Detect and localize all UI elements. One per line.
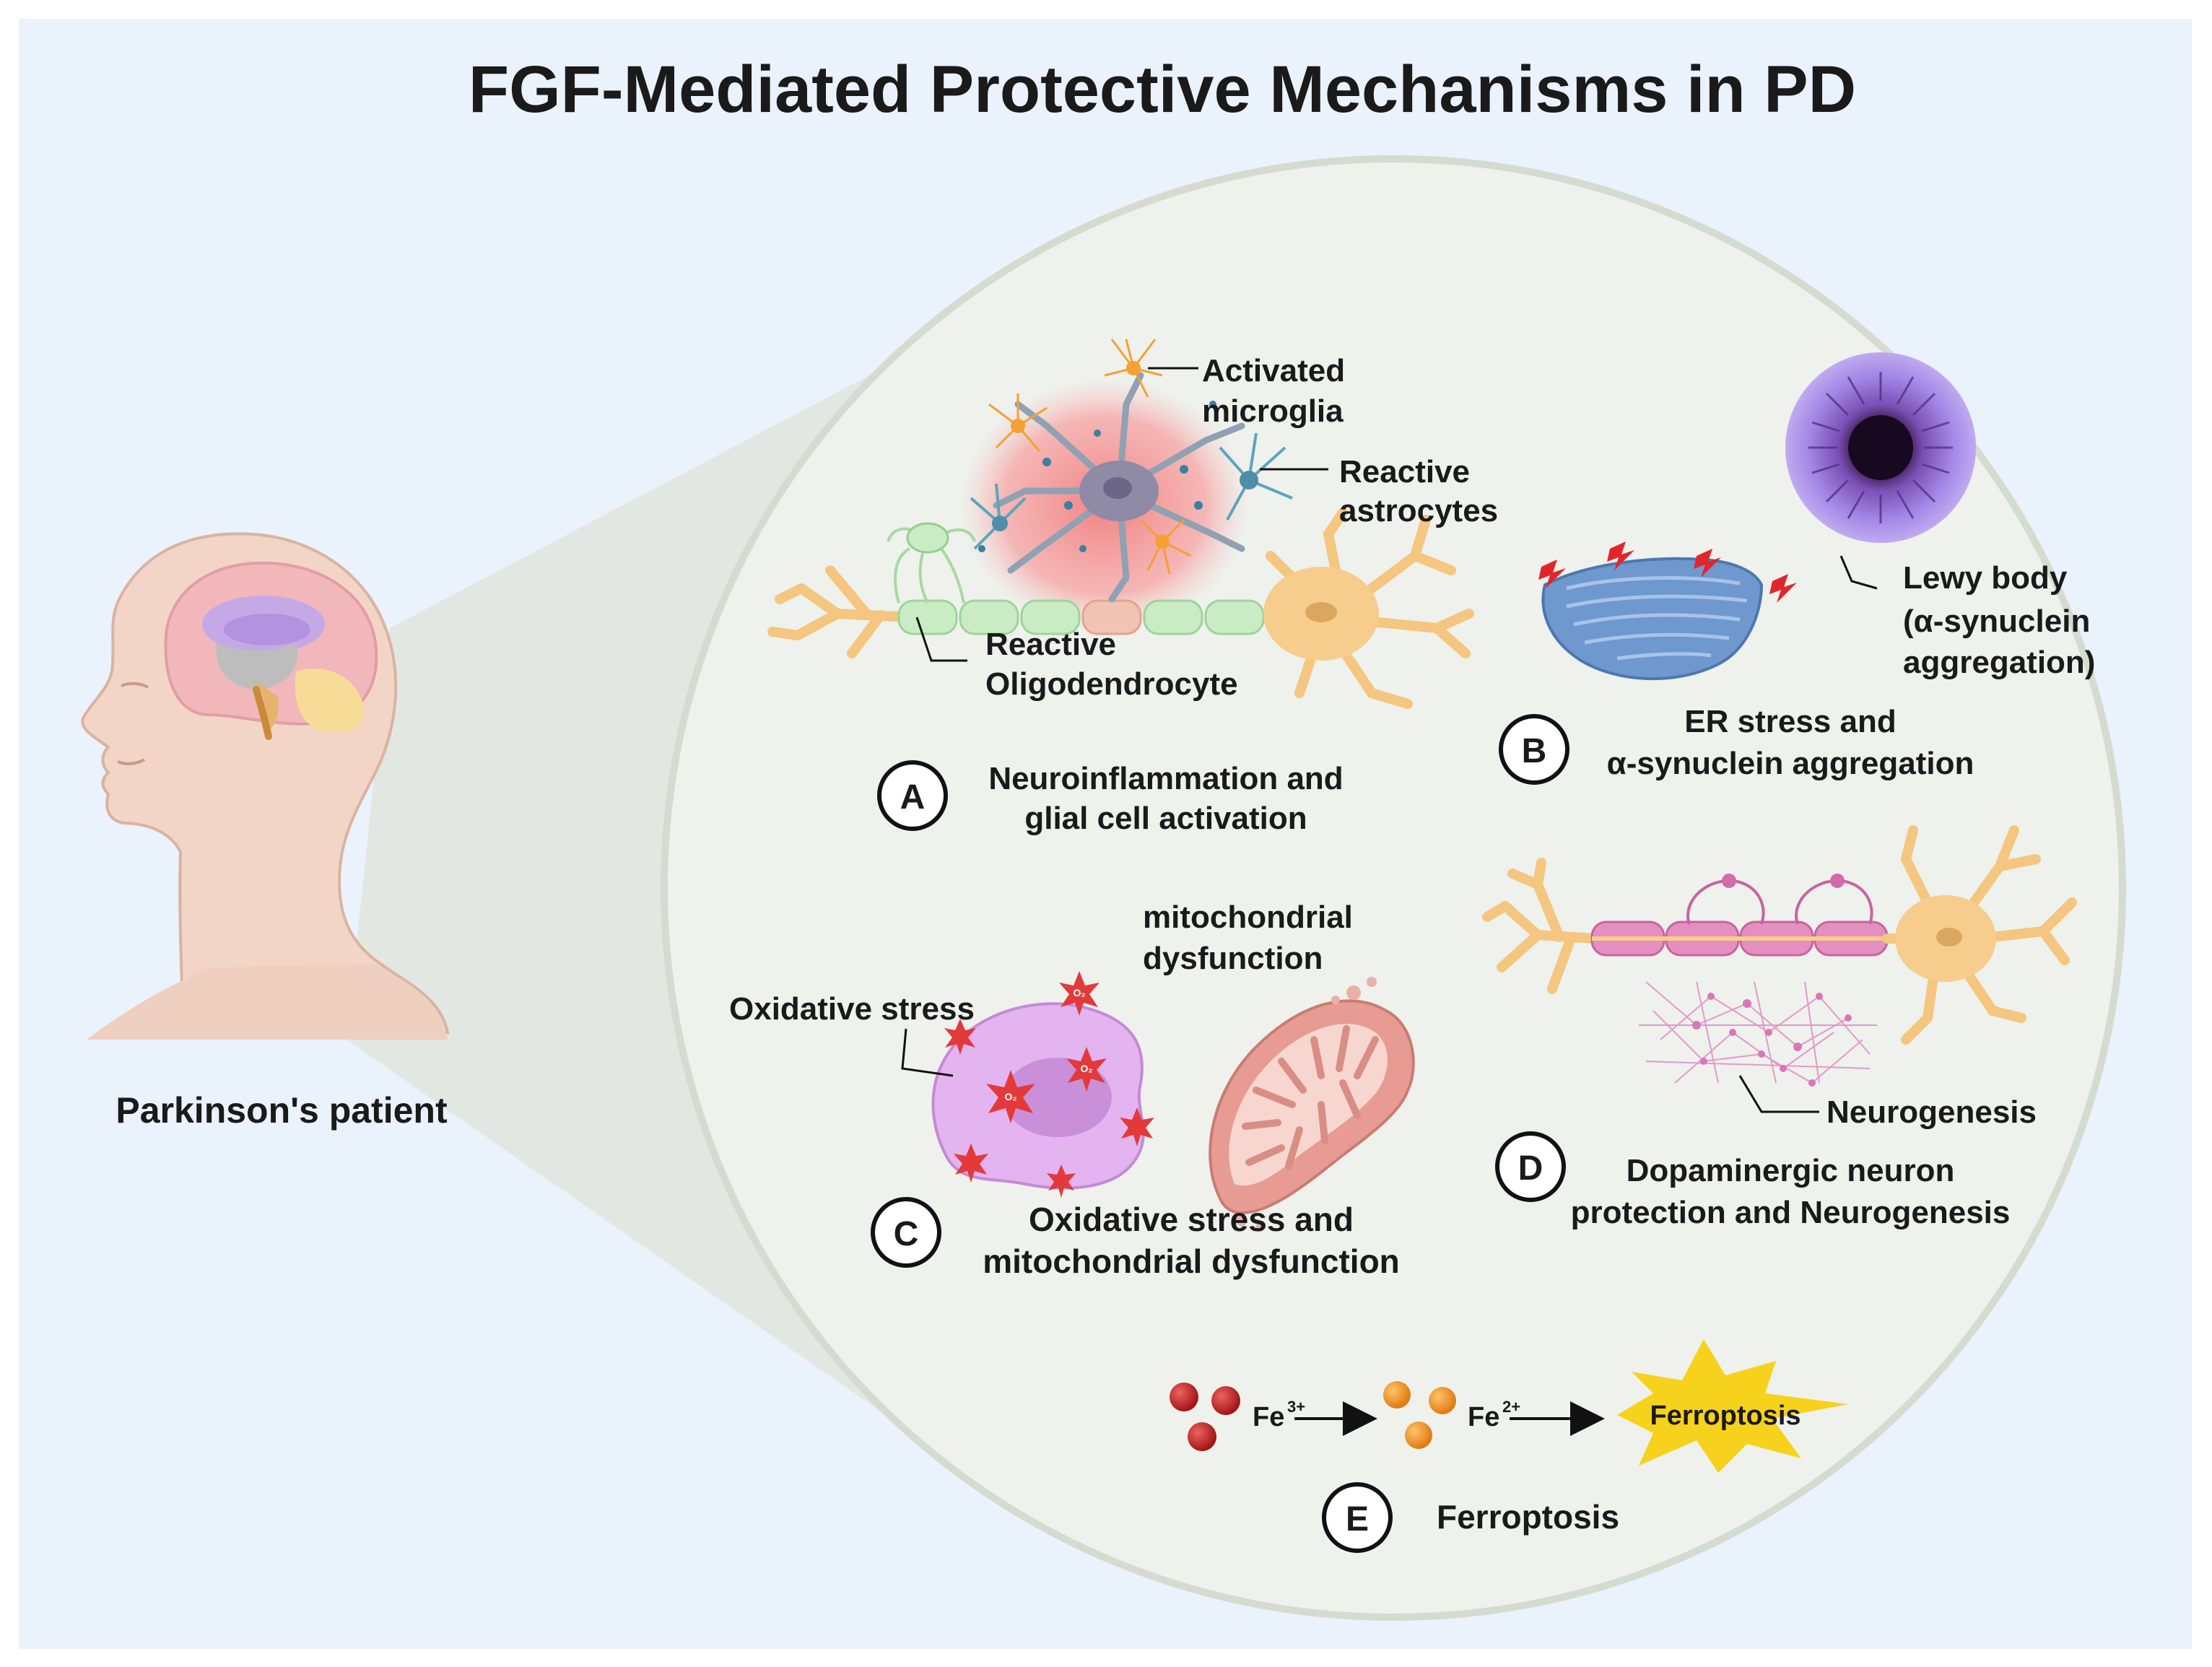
label-activated-microglia-2: microglia [1202,393,1344,429]
neuron-nucleus [1305,602,1337,622]
activated-microglia-cells [988,339,1192,575]
mitochondrion-inner [1229,1024,1388,1186]
label-mito-dysfunction-1: mitochondrial [1143,900,1353,935]
panel-e-illustration: Fe 3+ Fe 2+ Ferroptosis [1170,1339,1848,1473]
panel-e-badge: E [1322,1482,1393,1553]
label-mito-dysfunction-2: dysfunction [1143,941,1323,976]
fe2-ions [1383,1381,1456,1449]
er-membranes [1566,576,1748,661]
neuron-dendrites-left [767,565,915,658]
label-neurogenesis: Neurogenesis [1826,1094,2037,1130]
panel-c-letter: C [894,1215,919,1253]
panel-d-caption-1: Dopaminergic neuron [1627,1153,1955,1188]
label-activated-microglia-1: Activated [1202,353,1345,388]
fe2-label: Fe [1468,1402,1499,1432]
panel-b-caption-2: α-synuclein aggregation [1607,746,1974,781]
patient-label: Parkinson's patient [116,1090,448,1131]
panel-a-illustration [767,339,1474,709]
ros-burst-icons [944,971,1154,1198]
panel-b-labels: Lewy body (α-synuclein aggregation) [1839,555,2095,680]
label-reactive-astrocytes-2: astrocytes [1339,493,1498,528]
panel-a-letter: A [900,778,926,817]
label-lewy-body-1: Lewy body [1903,560,2068,596]
ros-symbol-1: O₂ [1073,987,1085,998]
ros-symbol-2: O₂ [1004,1091,1016,1102]
neuron-dendrites-right [1266,508,1474,709]
oligodendrocyte-body [906,522,949,554]
stress-bolt-icons [1538,541,1797,603]
neuron-d-dendrites-left [1482,858,1601,994]
head-profile-icon [81,532,450,1040]
label-lewy-body-3: aggregation) [1903,645,2095,680]
panel-b-illustration [1538,352,1976,681]
reactive-astrocyte-cells [970,432,1293,550]
panel-c-caption-1: Oxidative stress and [1029,1201,1354,1238]
myelin-sheath-pink [1590,920,1889,957]
ferroptosis-burst-label: Ferroptosis [1650,1401,1800,1431]
mitochondrion-cristae [1242,1025,1379,1170]
panel-a-caption-2: glial cell activation [1024,801,1307,836]
label-oxidative-stress: Oxidative stress [729,991,975,1027]
panel-b-caption-1: ER stress and [1684,704,1896,739]
panel-a-labels: Activated microglia Reactive astrocytes … [915,353,1498,702]
panel-d-caption-2: protection and Neurogenesis [1571,1195,2011,1230]
panel-d-badge: D [1495,1131,1566,1202]
panel-b-letter: B [1522,732,1547,770]
ros-symbol-3: O₂ [1080,1063,1092,1074]
mito-fragments [1236,977,1377,1232]
fe3-superscript: 3+ [1287,1398,1305,1416]
neuron-d-dendrites-right [1882,825,2077,1045]
fe3-label: Fe [1253,1402,1284,1432]
neurogenesis-nodes [1692,993,1852,1087]
panel-a-caption-1: Neuroinflammation and [988,761,1343,796]
label-reactive-oligodendrocyte-2: Oligodendrocyte [985,666,1238,702]
panel-c-labels: Oxidative stress mitochondrial dysfuncti… [729,900,1353,1077]
label-reactive-oligodendrocyte-1: Reactive [985,627,1116,662]
panel-b-badge: B [1499,714,1569,785]
panel-c-badge: C [871,1197,941,1268]
fe3-ions [1170,1383,1240,1451]
panel-c-caption-2: mitochondrial dysfunction [983,1242,1400,1280]
panel-e-letter: E [1346,1500,1369,1538]
panel-e-caption: Ferroptosis [1437,1498,1619,1536]
lewy-body-core [1848,415,1913,480]
panel-d-labels: Neurogenesis [1738,1075,2037,1130]
lewy-body-filaments [1808,372,1953,523]
panel-d-illustration [1482,825,2077,1087]
ferroptosis-burst [1617,1339,1848,1473]
label-lewy-body-2: (α-synuclein [1903,604,2090,639]
panel-a-badge: A [877,760,948,831]
ros-symbols: O₂ O₂ O₂ [1004,987,1092,1102]
fe2-superscript: 2+ [1502,1398,1520,1416]
er-organelle [1541,557,1764,681]
panel-d-letter: D [1518,1149,1543,1188]
label-reactive-astrocytes-1: Reactive [1339,454,1470,489]
figure-title: FGF-Mediated Protective Mechanisms in PD [469,53,1856,126]
cytokine-dots [978,401,1216,552]
panel-c-illustration: O₂ O₂ O₂ [931,971,1415,1232]
myelin-sheath-green [897,599,1265,635]
